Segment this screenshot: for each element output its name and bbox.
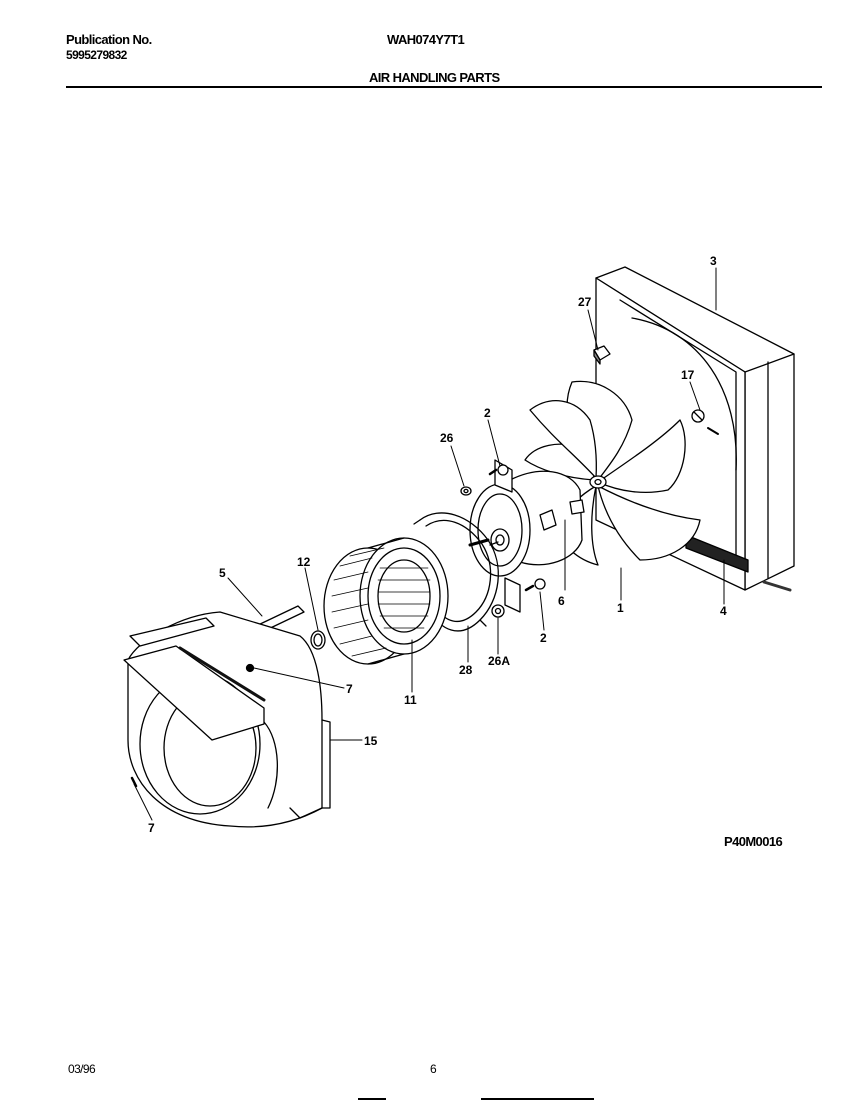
revision-date: 03/96 bbox=[68, 1062, 96, 1076]
header-rule bbox=[66, 86, 822, 88]
publication-label: Publication No. bbox=[66, 32, 152, 47]
callout-26: 26 bbox=[440, 431, 454, 445]
callout-7-lower: 7 bbox=[148, 821, 155, 835]
nut-part-17 bbox=[691, 409, 719, 435]
callout-4: 4 bbox=[720, 604, 727, 618]
clamp-part-12 bbox=[310, 630, 326, 650]
screw-part-2-lower bbox=[524, 578, 546, 592]
callout-1: 1 bbox=[617, 601, 624, 615]
screw-part-7-upper bbox=[245, 663, 255, 673]
footer-marks bbox=[358, 1098, 594, 1100]
callout-15: 15 bbox=[364, 734, 378, 748]
diagram-code: P40M0016 bbox=[724, 834, 783, 849]
callout-5: 5 bbox=[219, 566, 226, 580]
callout-27: 27 bbox=[578, 295, 592, 309]
callout-12: 12 bbox=[297, 555, 311, 569]
callout-28: 28 bbox=[459, 663, 473, 677]
callout-2-upper: 2 bbox=[484, 406, 491, 420]
callout-11: 11 bbox=[404, 693, 417, 707]
fan-blade-part-1 bbox=[524, 380, 701, 566]
blower-wheel-part-11 bbox=[323, 537, 449, 665]
blower-housing-part-15 bbox=[123, 611, 331, 828]
leader-lines bbox=[133, 267, 725, 821]
callout-26a: 26A bbox=[488, 654, 510, 668]
washer-part-26a bbox=[491, 604, 505, 618]
washer-part-26 bbox=[460, 486, 472, 496]
callout-3: 3 bbox=[710, 254, 717, 268]
callout-2-lower: 2 bbox=[540, 631, 547, 645]
callout-7-upper: 7 bbox=[346, 682, 353, 696]
publication-number: 5995279832 bbox=[66, 48, 127, 62]
screw-part-2-upper bbox=[488, 464, 509, 476]
page-number: 6 bbox=[430, 1062, 437, 1076]
motor-part-6 bbox=[468, 459, 585, 613]
callout-6: 6 bbox=[558, 594, 565, 608]
section-title: AIR HANDLING PARTS bbox=[369, 70, 500, 85]
screw-part-7-lower bbox=[130, 776, 138, 788]
callout-17: 17 bbox=[681, 368, 695, 382]
mounting-ring-part-28 bbox=[413, 512, 499, 632]
callout-labels: 3 27 17 2 26 12 5 6 1 4 2 26A 28 7 11 15… bbox=[148, 254, 727, 835]
model-number: WAH074Y7T1 bbox=[387, 32, 465, 47]
